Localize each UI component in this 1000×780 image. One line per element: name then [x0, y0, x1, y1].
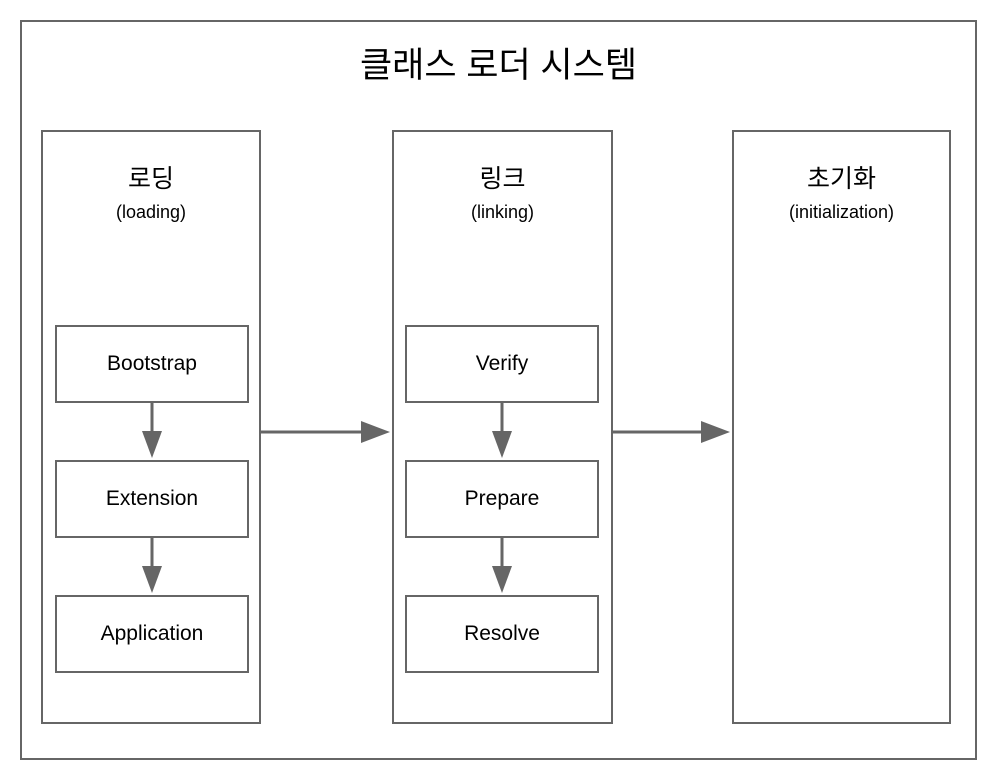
down-arrow-verify-to-prepare [489, 403, 515, 461]
phase-title-en-linking: (linking) [470, 202, 535, 222]
step-box-bootstrap: Bootstrap [55, 325, 249, 403]
step-label-verify: Verify [475, 352, 529, 375]
down-arrow-extension-to-application [139, 538, 165, 596]
phase-column-initialization: 초기화 (initialization) [732, 130, 951, 724]
down-arrow-bootstrap-to-extension [139, 403, 165, 461]
down-arrow-prepare-to-resolve [489, 538, 515, 596]
phase-column-linking: 링크 (linking) Verify Prepare Resolve [392, 130, 613, 724]
phase-title-ko-linking: 링크 [479, 165, 526, 193]
phase-title-ko-loading: 로딩 [127, 165, 174, 193]
step-label-application: Application [100, 622, 204, 645]
connector-linking-to-initialization [613, 418, 732, 446]
step-label-bootstrap: Bootstrap [107, 352, 197, 375]
step-box-extension: Extension [55, 460, 249, 538]
step-box-prepare: Prepare [405, 460, 599, 538]
step-box-resolve: Resolve [405, 595, 599, 673]
phase-title-en-loading: (loading) [115, 202, 187, 222]
step-label-prepare: Prepare [464, 487, 540, 510]
step-label-extension: Extension [105, 487, 199, 510]
phase-column-loading: 로딩 (loading) Bootstrap Extension Applica… [41, 130, 261, 724]
phase-title-ko-initialization: 초기화 [806, 165, 876, 193]
diagram-title: 클래스 로더 시스템 [359, 46, 638, 85]
step-box-application: Application [55, 595, 249, 673]
step-label-resolve: Resolve [464, 622, 540, 645]
phase-header-loading: 로딩 (loading) [43, 162, 259, 225]
phase-title-en-initialization: (initialization) [788, 202, 895, 222]
connector-loading-to-linking [261, 418, 392, 446]
phase-header-initialization: 초기화 (initialization) [734, 162, 949, 225]
step-box-verify: Verify [405, 325, 599, 403]
phase-header-linking: 링크 (linking) [394, 162, 611, 225]
